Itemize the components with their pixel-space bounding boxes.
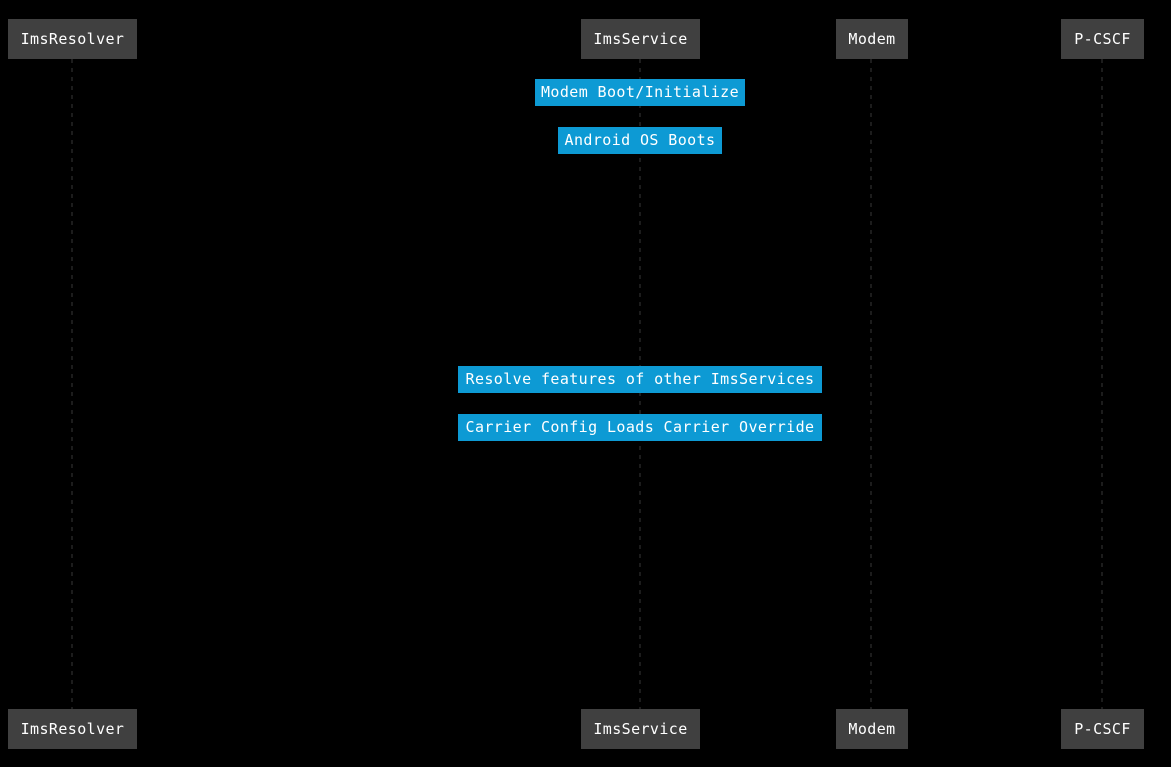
lifeline-p-cscf (1101, 59, 1103, 709)
participant-footer-ims-resolver[interactable]: ImsResolver (8, 709, 137, 749)
participant-header-modem[interactable]: Modem (836, 19, 908, 59)
participant-footer-p-cscf[interactable]: P-CSCF (1061, 709, 1144, 749)
participant-footer-ims-service[interactable]: ImsService (581, 709, 700, 749)
participant-header-p-cscf[interactable]: P-CSCF (1061, 19, 1144, 59)
note-carrier-config-loads-carrier-override: Carrier Config Loads Carrier Override (458, 414, 822, 441)
lifeline-ims-resolver (71, 59, 73, 709)
note-android-os-boots: Android OS Boots (558, 127, 722, 154)
participant-header-ims-resolver[interactable]: ImsResolver (8, 19, 137, 59)
lifeline-modem (870, 59, 872, 709)
participant-header-ims-service[interactable]: ImsService (581, 19, 700, 59)
note-resolve-features-of-other-imsservices: Resolve features of other ImsServices (458, 366, 822, 393)
participant-footer-modem[interactable]: Modem (836, 709, 908, 749)
note-modem-boot-initialize: Modem Boot/Initialize (535, 79, 745, 106)
